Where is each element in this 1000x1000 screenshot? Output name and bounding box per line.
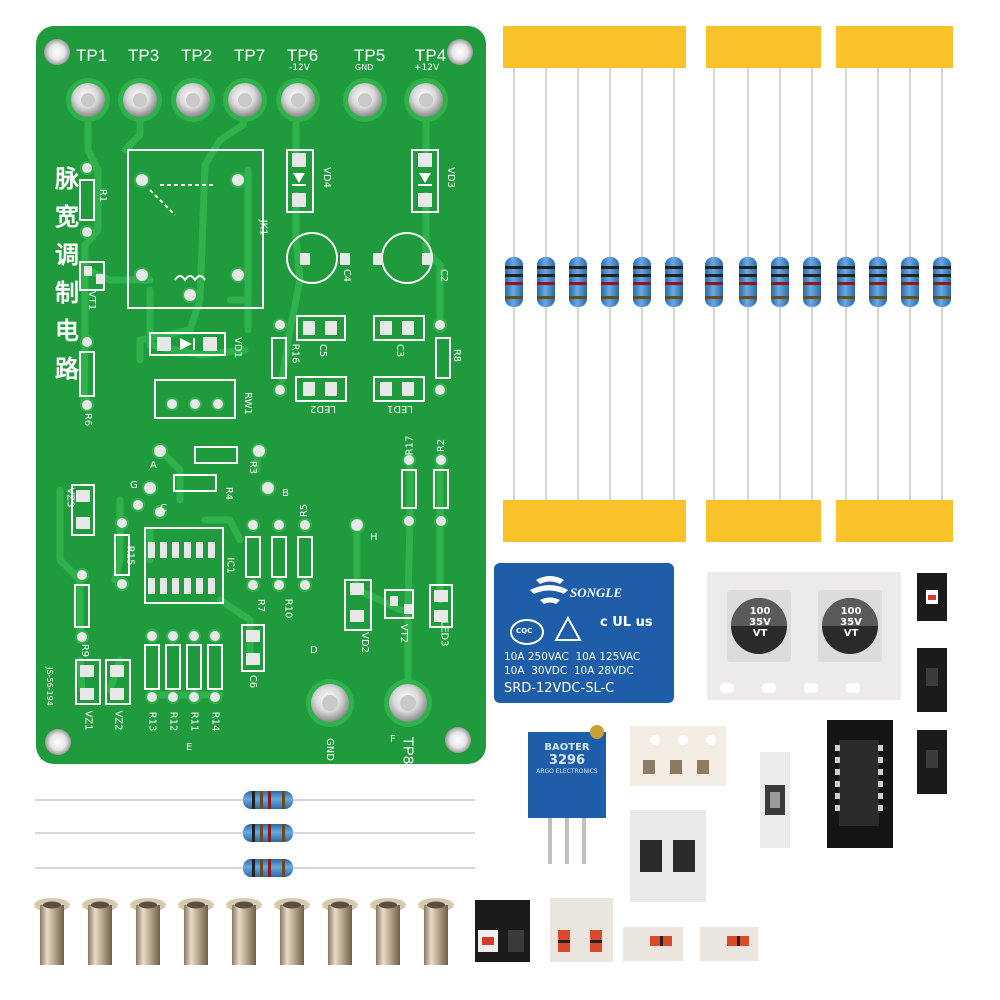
relay-cqc-mark: CQC xyxy=(516,627,533,635)
loose-resistors xyxy=(35,791,475,877)
title-char: 电 xyxy=(55,317,79,345)
zener-diode-tape xyxy=(550,898,758,962)
warning-triangle-icon xyxy=(554,615,582,641)
point-c-label: C xyxy=(160,503,167,514)
tp4-label: TP4 xyxy=(415,46,447,65)
smd-diode-tape xyxy=(630,810,706,902)
axial-resistors xyxy=(505,257,951,307)
tp1-label: TP1 xyxy=(76,46,108,65)
ic-chip-tape xyxy=(827,720,893,848)
cap-series: VT xyxy=(752,628,768,639)
tp3-label: TP3 xyxy=(128,46,160,65)
ic1-pads xyxy=(148,542,215,594)
relay-label-area: SONGLE CQC c UL us 10A 250VAC 10A 125VAC… xyxy=(494,563,674,703)
relay-model: SRD-12VDC-SL-C xyxy=(504,681,615,696)
test-pin-posts xyxy=(34,898,454,965)
cap-value: 100 xyxy=(749,606,771,617)
trimmer-model: 3296 xyxy=(548,753,586,768)
tp6-sub-label: -12V xyxy=(289,63,310,73)
sot-transistors xyxy=(917,573,947,794)
test-point-pads xyxy=(66,78,448,727)
diode-symbols xyxy=(180,173,432,350)
tp4-sub-label: +12V xyxy=(414,63,440,73)
title-char: 宽 xyxy=(55,203,79,231)
resistor-strip-3 xyxy=(836,26,953,542)
tp5-sub-label: GND xyxy=(355,63,374,72)
resistor-strip-1 xyxy=(503,26,686,542)
point-h-label: H xyxy=(370,532,378,543)
trimmer-brand: BAOTER xyxy=(544,742,590,753)
cap-value: 100 xyxy=(840,606,862,617)
tact-switch xyxy=(760,752,790,848)
relay-brand: SONGLE xyxy=(570,585,623,600)
tp5-label: TP5 xyxy=(354,46,386,65)
capacitor-1-marking: 100 35V VT xyxy=(740,606,780,639)
songle-logo-icon xyxy=(530,576,568,604)
pcb-silkscreen-text: TP1 TP3 TP2 TP7 TP6 -12V TP5 GND TP4 +12… xyxy=(0,0,500,780)
point-d-label: D xyxy=(310,645,318,656)
point-a-label: A xyxy=(150,460,157,471)
through-hole-pads xyxy=(75,161,448,704)
title-char: 脉 xyxy=(55,165,79,193)
cap-voltage: 35V xyxy=(840,617,862,628)
relay-ul-mark: c UL us xyxy=(600,615,653,630)
mounting-holes xyxy=(44,39,473,755)
tp7-label: TP7 xyxy=(234,46,266,65)
smd-capacitor-tape xyxy=(630,726,726,786)
relay-rating-line-2: 10A 30VDC 10A 28VDC xyxy=(504,665,634,677)
tp6-label: TP6 xyxy=(287,46,319,65)
point-f-label: F xyxy=(390,734,396,745)
silkscreen-outlines xyxy=(71,149,453,705)
title-char: 路 xyxy=(55,355,79,383)
capacitor-tape xyxy=(707,572,901,700)
point-g-label: G xyxy=(130,480,138,491)
point-b-label: B xyxy=(282,488,289,499)
title-char: 调 xyxy=(55,241,79,269)
trimmer-marking: BAOTER 3296 ARGO ELECTRONICS xyxy=(530,742,604,775)
tp2-label: TP2 xyxy=(181,46,213,65)
smd-led-tape xyxy=(475,900,530,962)
cqc-mark-icon xyxy=(510,619,544,645)
trimmer-sub: ARGO ELECTRONICS xyxy=(536,768,598,775)
smd-pads xyxy=(76,153,448,700)
cap-voltage: 35V xyxy=(749,617,771,628)
relay-body xyxy=(494,563,674,703)
board-title: 脉 宽 调 制 电 路 xyxy=(52,160,82,388)
title-char: 制 xyxy=(55,279,79,307)
relay-rating-line-1: 10A 250VAC 10A 125VAC xyxy=(504,651,641,663)
capacitor-2-marking: 100 35V VT xyxy=(831,606,871,639)
point-e-label: E xyxy=(186,742,193,753)
trimmer-pot xyxy=(528,725,606,864)
cap-series: VT xyxy=(843,628,859,639)
